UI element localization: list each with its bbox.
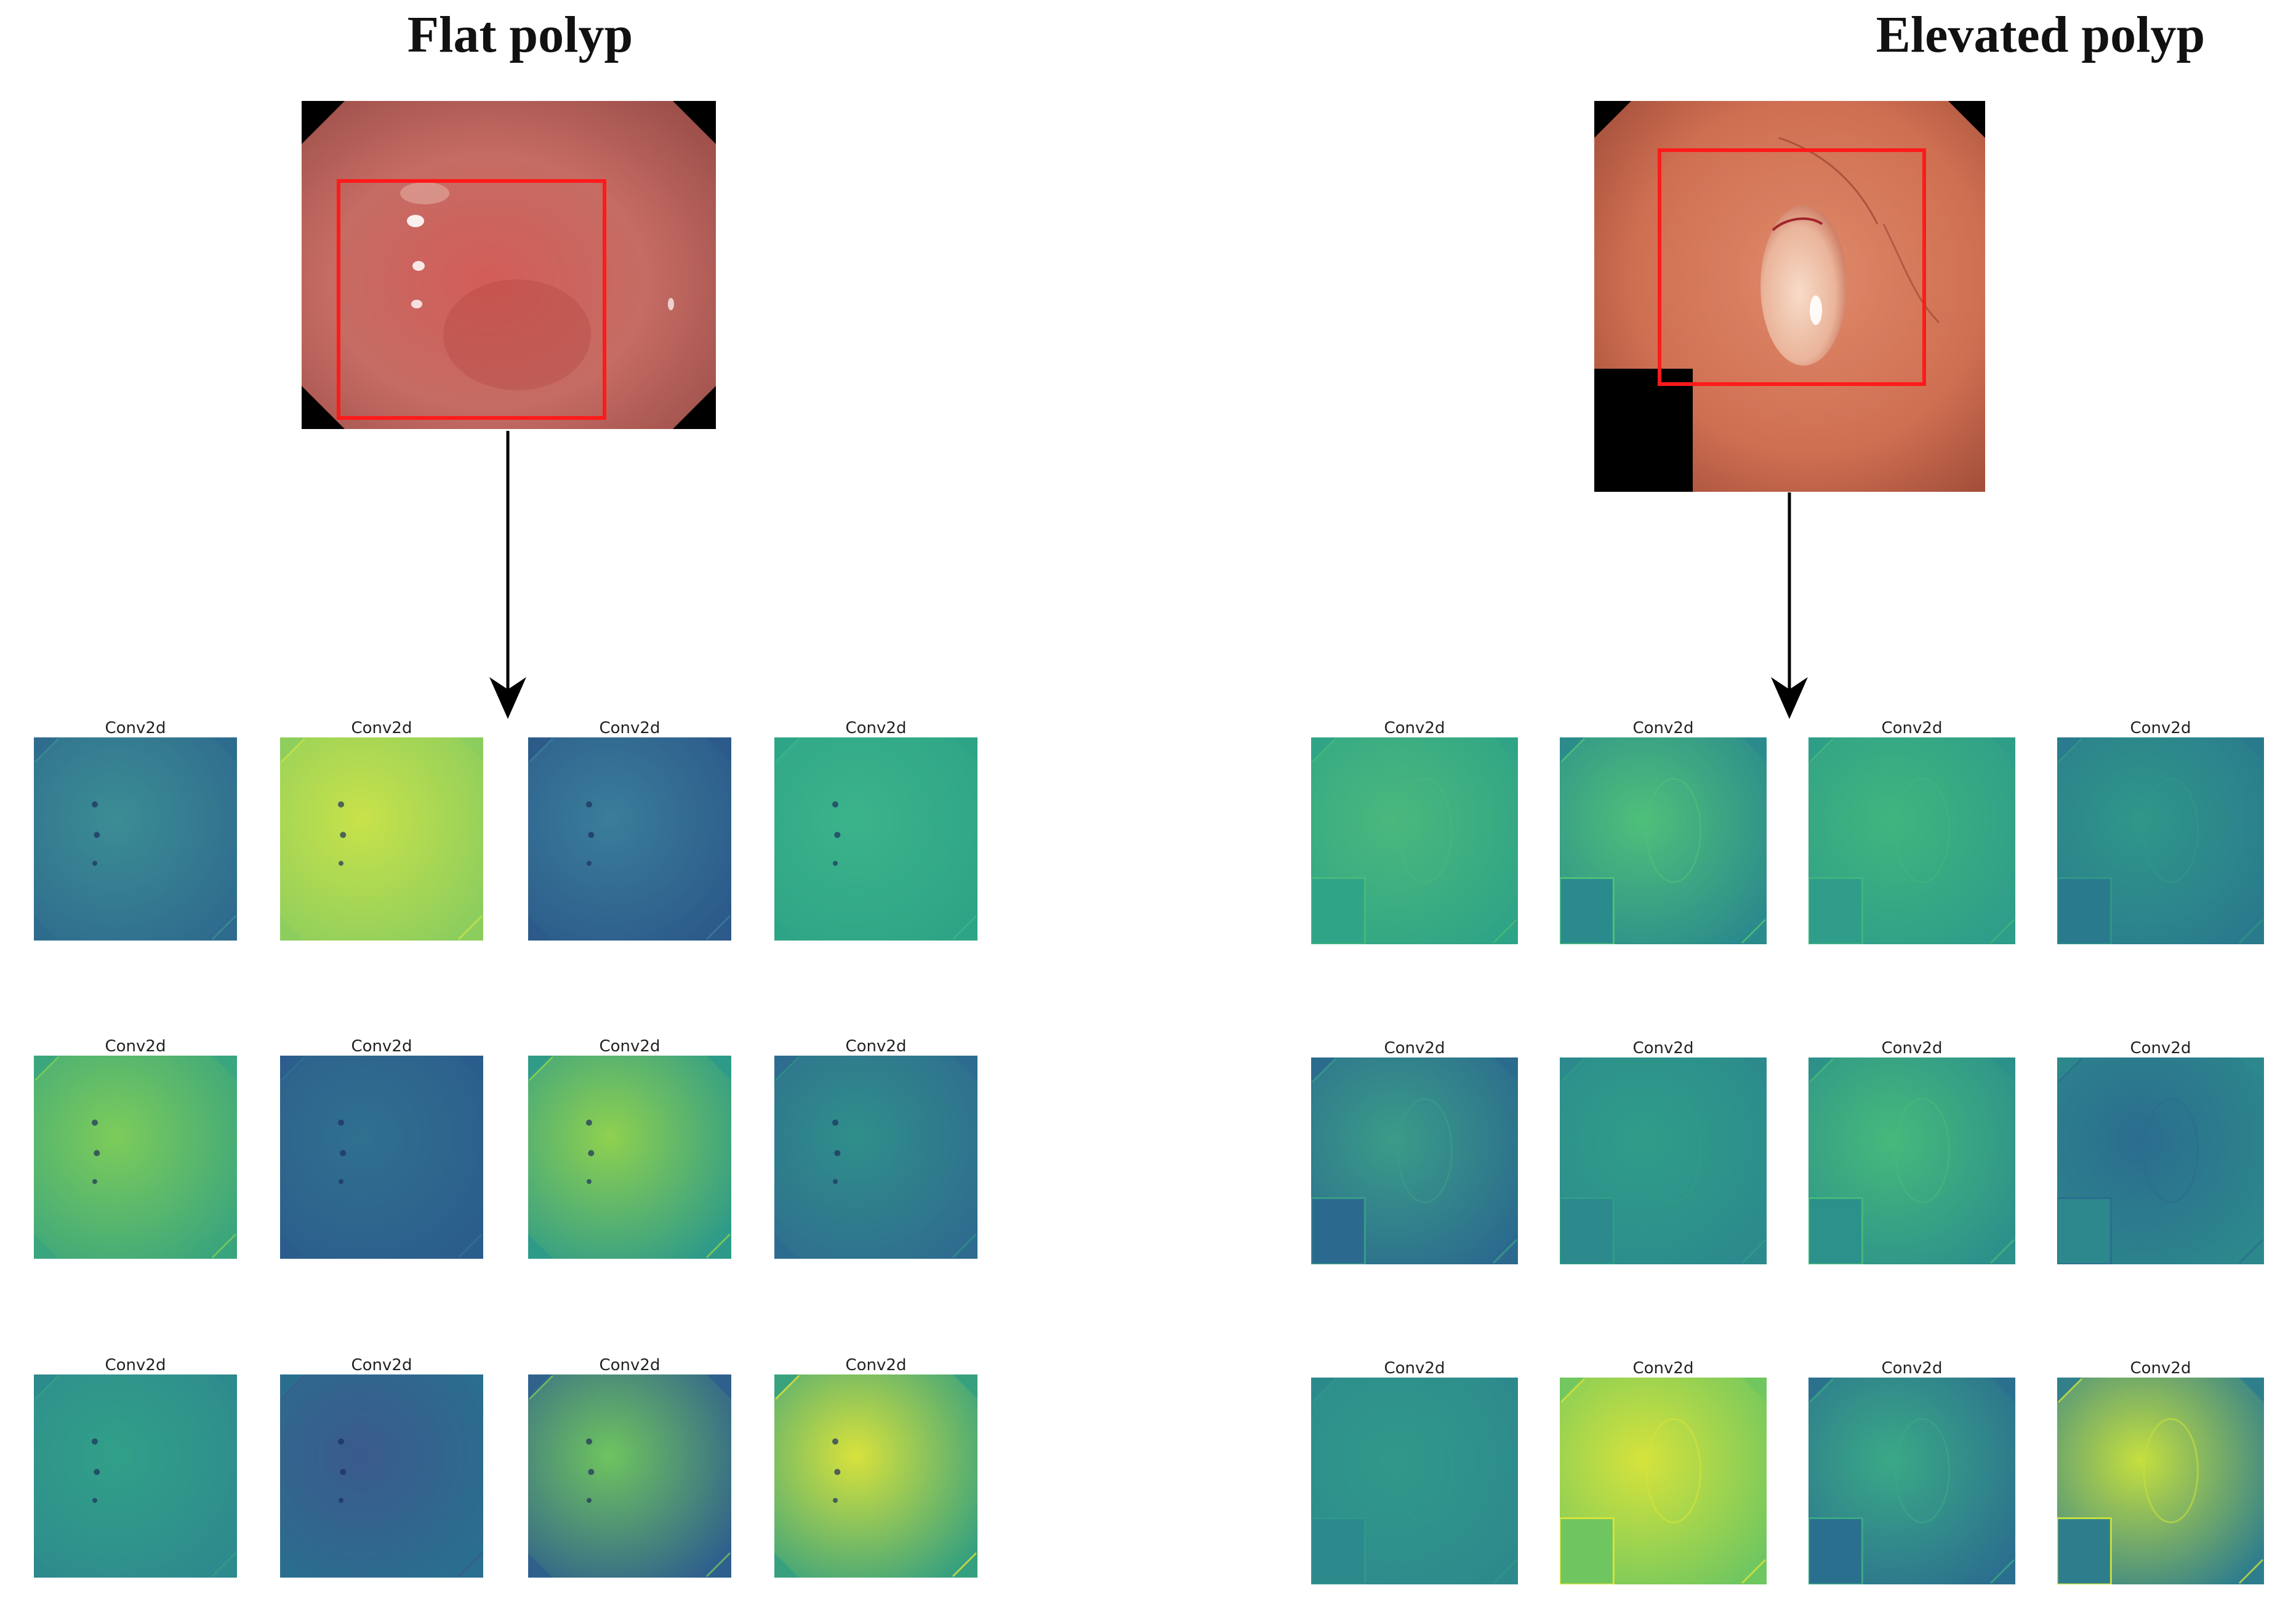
feature-map: Conv2d [528,1356,731,1578]
feature-map-graphic [1311,737,1518,944]
feature-map: Conv2d [774,1037,977,1259]
elevated-polyp-photo-graphic [1594,101,1985,492]
feature-map: Conv2d [1808,719,2015,944]
feature-map-label: Conv2d [105,719,166,737]
down-arrow [1771,492,1808,719]
feature-map-graphic [2057,1378,2264,1584]
feature-map-label: Conv2d [1384,1039,1445,1057]
feature-map-graphic [1808,737,2015,944]
feature-map-graphic [34,1056,237,1259]
feature-map-label: Conv2d [845,1356,907,1374]
feature-map-label: Conv2d [1384,719,1445,737]
feature-map: Conv2d [1311,719,1518,944]
feature-map: Conv2d [1560,1359,1767,1584]
feature-map-graphic [528,1374,731,1578]
feature-map-graphic [2057,1057,2264,1264]
panel-flat-polyp: Flat polyp Conv2d [34,6,977,1578]
feature-map: Conv2d [774,719,977,941]
feature-map-graphic [280,737,483,941]
feature-map: Conv2d [1560,719,1767,944]
feature-map: Conv2d [2057,1039,2264,1264]
feature-map-graphic [774,1374,977,1578]
feature-map: Conv2d [280,1356,483,1578]
feature-map-label: Conv2d [2130,1359,2191,1378]
feature-map-label: Conv2d [105,1356,166,1374]
elevated-polyp-photo [1594,101,1985,492]
feature-map-graphic [34,737,237,941]
feature-map: Conv2d [34,719,237,941]
feature-map-graphic [1560,1378,1767,1584]
feature-map: Conv2d [34,1356,237,1578]
feature-map-graphic [528,737,731,941]
feature-map-graphic [528,1056,731,1259]
feature-map: Conv2d [1808,1039,2015,1264]
feature-map-graphic [2057,737,2264,944]
feature-map-graphic [280,1374,483,1578]
feature-map-label: Conv2d [599,719,660,737]
panel-title: Elevated polyp [1876,6,2206,63]
feature-map-label: Conv2d [351,719,412,737]
feature-map-label: Conv2d [1632,719,1694,737]
feature-map-label: Conv2d [105,1037,166,1056]
feature-map: Conv2d [774,1356,977,1578]
feature-map-label: Conv2d [845,719,907,737]
feature-map-graphic [34,1374,237,1578]
feature-map-graphic [1808,1057,2015,1264]
feature-map: Conv2d [1808,1359,2015,1584]
feature-map: Conv2d [1311,1039,1518,1264]
feature-map-label: Conv2d [1384,1359,1445,1378]
feature-map-label: Conv2d [1632,1359,1694,1378]
feature-map-label: Conv2d [1632,1039,1694,1057]
feature-map-label: Conv2d [599,1037,660,1056]
feature-map: Conv2d [280,719,483,941]
flat-polyp-photo-graphic [302,101,716,429]
feature-map: Conv2d [2057,719,2264,944]
feature-map: Conv2d [2057,1359,2264,1584]
feature-map-graphic [1560,1057,1767,1264]
feature-map-graphic [1560,737,1767,944]
feature-map-label: Conv2d [599,1356,660,1374]
feature-map-label: Conv2d [845,1037,907,1056]
feature-map: Conv2d [528,1037,731,1259]
feature-map-graphic [280,1056,483,1259]
feature-map-label: Conv2d [2130,719,2191,737]
feature-map-graphic [1808,1378,2015,1584]
panel-elevated-polyp: Elevated polyp [1148,0,2296,1609]
feature-map-label: Conv2d [351,1356,412,1374]
feature-map-graphic [1311,1378,1518,1584]
feature-map: Conv2d [280,1037,483,1259]
feature-map-graphic [774,1056,977,1259]
feature-map-label: Conv2d [1881,719,1943,737]
feature-map: Conv2d [1311,1359,1518,1584]
feature-map: Conv2d [34,1037,237,1259]
feature-map-label: Conv2d [1881,1359,1943,1378]
feature-map-graphic [774,737,977,941]
flat-polyp-photo [302,101,716,429]
feature-map-graphic [1311,1057,1518,1264]
panel-title: Flat polyp [407,6,633,63]
down-arrow [489,431,526,719]
feature-map: Conv2d [1560,1039,1767,1264]
feature-map-label: Conv2d [2130,1039,2191,1057]
feature-map: Conv2d [528,719,731,941]
feature-map-label: Conv2d [1881,1039,1943,1057]
feature-map-label: Conv2d [351,1037,412,1056]
